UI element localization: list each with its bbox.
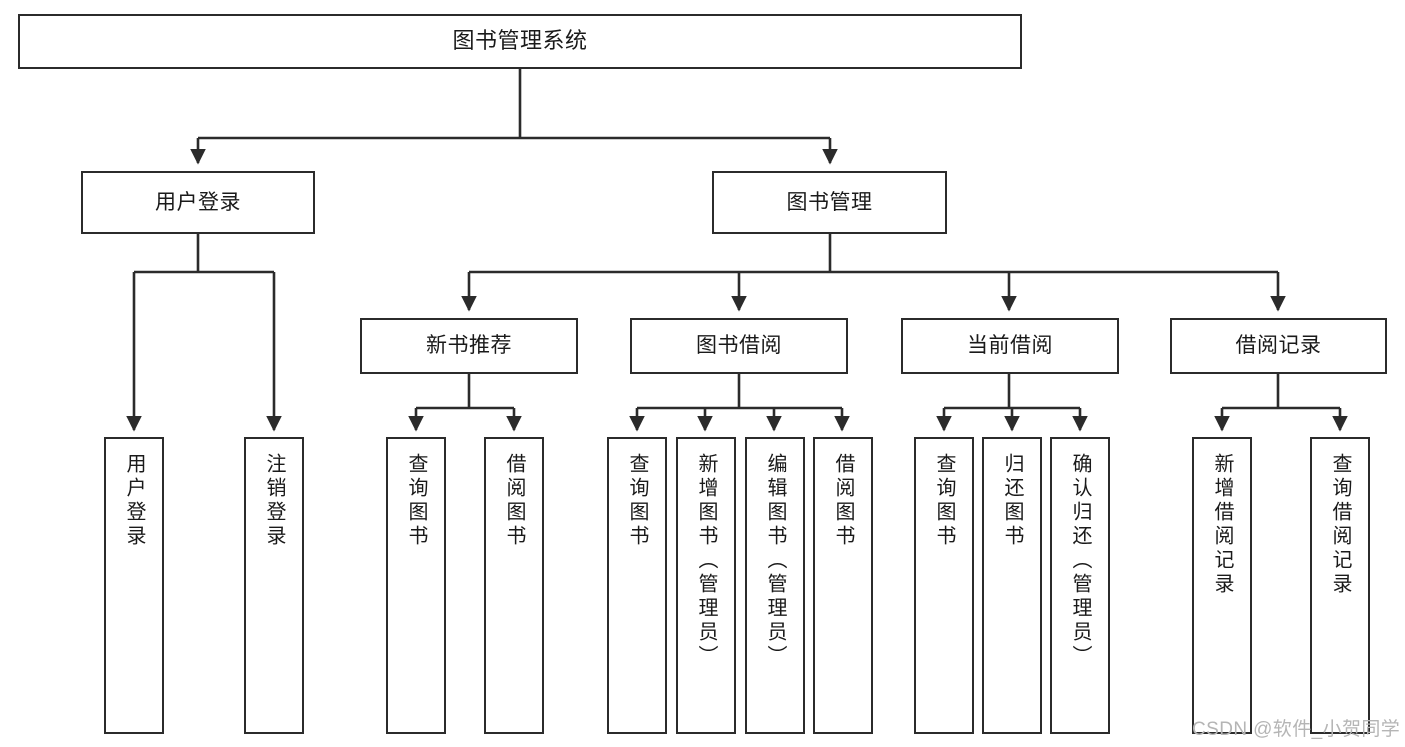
node-root-system[interactable]: 图书管理系统 bbox=[18, 14, 1022, 69]
node-label: 借阅图书 bbox=[832, 453, 854, 549]
node-leaf-add-record[interactable]: 新增借阅记录 bbox=[1192, 437, 1252, 734]
node-new-book-recommend[interactable]: 新书推荐 bbox=[360, 318, 578, 374]
node-label: 图书管理系统 bbox=[452, 28, 588, 54]
node-leaf-query-book-1[interactable]: 查询图书 bbox=[386, 437, 446, 734]
node-label: 新书推荐 bbox=[426, 334, 512, 358]
node-label: 查询图书 bbox=[933, 453, 955, 549]
node-label: 查询借阅记录 bbox=[1329, 453, 1351, 597]
node-label: 查询图书 bbox=[405, 453, 427, 549]
node-leaf-query-book-2[interactable]: 查询图书 bbox=[607, 437, 667, 734]
node-label: 借阅图书 bbox=[503, 453, 525, 549]
node-label: 用户登录 bbox=[155, 190, 241, 214]
node-leaf-query-book-3[interactable]: 查询图书 bbox=[914, 437, 974, 734]
node-label: 查询图书 bbox=[626, 453, 648, 549]
node-label: 用户登录 bbox=[123, 453, 145, 549]
node-leaf-edit-book[interactable]: 编辑图书（管理员） bbox=[745, 437, 805, 734]
node-label: 图书管理 bbox=[786, 190, 873, 214]
node-book-borrow[interactable]: 图书借阅 bbox=[630, 318, 848, 374]
node-label: 新增借阅记录 bbox=[1211, 453, 1233, 597]
node-current-borrow[interactable]: 当前借阅 bbox=[901, 318, 1119, 374]
node-label: 图书借阅 bbox=[696, 334, 782, 358]
node-label: 借阅记录 bbox=[1235, 334, 1322, 358]
node-leaf-return-book[interactable]: 归还图书 bbox=[982, 437, 1042, 734]
csdn-watermark: CSDN @软件_小贺同学 bbox=[1192, 719, 1401, 740]
node-label: 归还图书 bbox=[1001, 453, 1023, 549]
node-leaf-add-book[interactable]: 新增图书（管理员） bbox=[676, 437, 736, 734]
node-leaf-confirm-return[interactable]: 确认归还（管理员） bbox=[1050, 437, 1110, 734]
node-leaf-query-record[interactable]: 查询借阅记录 bbox=[1310, 437, 1370, 734]
node-label: 编辑图书（管理员） bbox=[764, 453, 786, 669]
node-label: 注销登录 bbox=[263, 453, 285, 549]
node-label: 确认归还（管理员） bbox=[1069, 453, 1091, 669]
node-leaf-logout-login[interactable]: 注销登录 bbox=[244, 437, 304, 734]
node-book-management[interactable]: 图书管理 bbox=[712, 171, 947, 234]
node-leaf-borrow-book-1[interactable]: 借阅图书 bbox=[484, 437, 544, 734]
node-label: 当前借阅 bbox=[967, 334, 1053, 358]
node-leaf-user-login[interactable]: 用户登录 bbox=[104, 437, 164, 734]
node-borrow-record[interactable]: 借阅记录 bbox=[1170, 318, 1387, 374]
node-user-login[interactable]: 用户登录 bbox=[81, 171, 315, 234]
node-leaf-borrow-book-2[interactable]: 借阅图书 bbox=[813, 437, 873, 734]
node-label: 新增图书（管理员） bbox=[695, 453, 717, 669]
